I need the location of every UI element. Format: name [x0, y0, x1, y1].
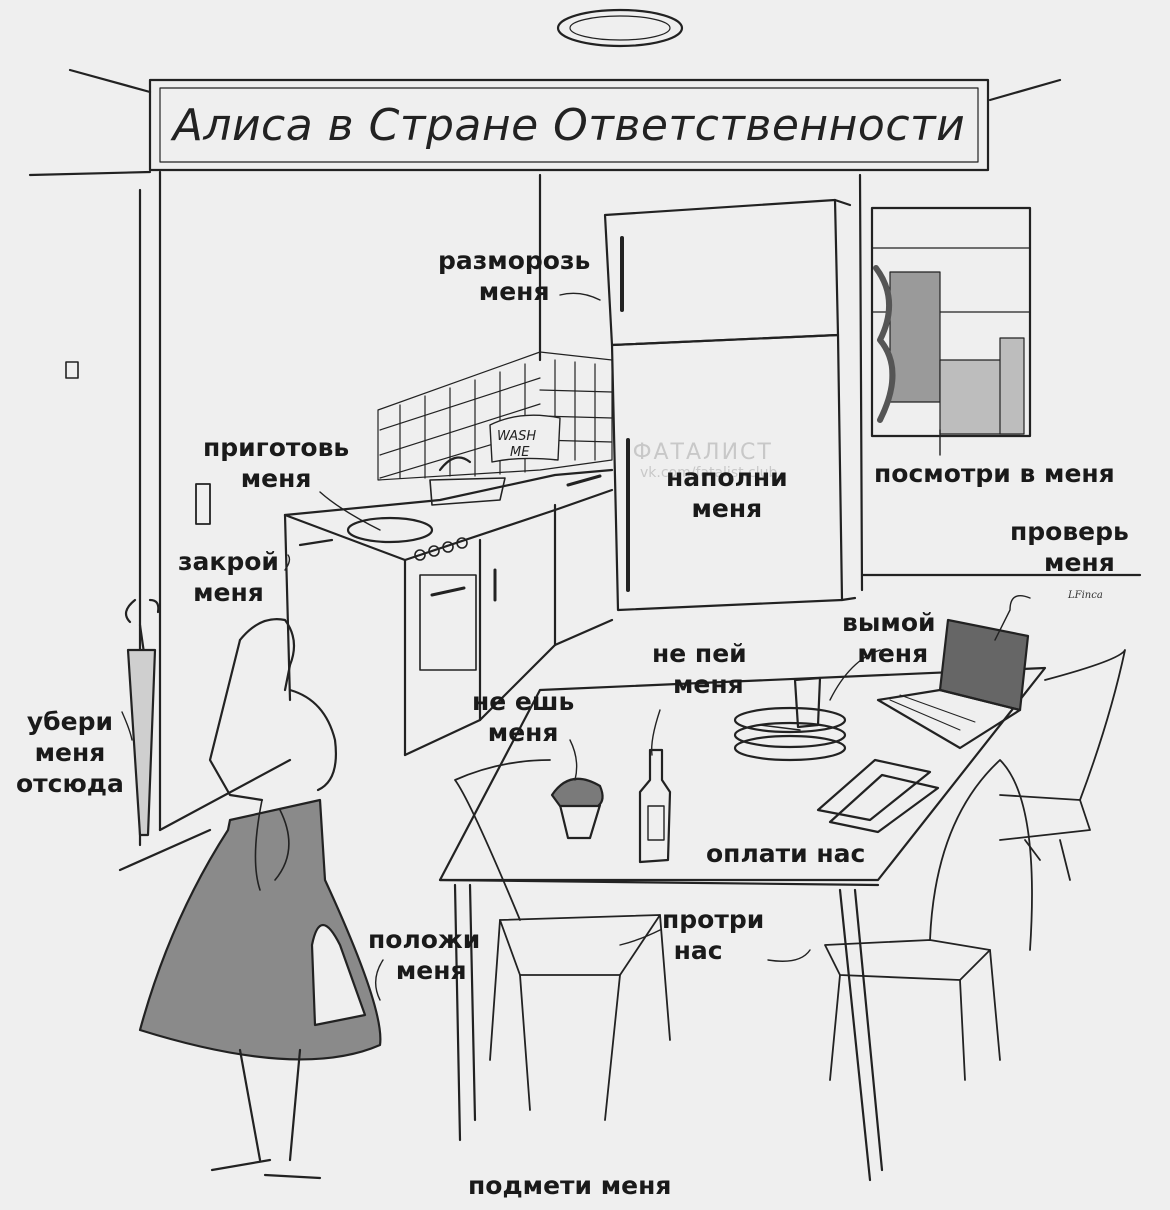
watermark-name: ФАТАЛИСТ: [632, 440, 773, 465]
dining-table: [438, 666, 1047, 1182]
label-close-line1: закрой: [178, 547, 279, 576]
artist-signature: LFinca: [1068, 590, 1103, 601]
label-wash-line2: меня: [857, 639, 929, 668]
watermark: ФАТАЛИСТ vk.com/fatalist.club: [628, 440, 778, 481]
label-wipe-line2: нас: [673, 936, 723, 965]
page-title: Алиса в Стране Ответственности: [172, 99, 966, 151]
wall-outlet: [65, 361, 79, 379]
label-dont-eat-line1: не ешь: [472, 687, 575, 716]
label-pointers: [121, 292, 1031, 1001]
label-fill: наполни меня: [666, 462, 788, 524]
label-put-away-line1: убери: [26, 707, 113, 736]
laptop: [876, 618, 1030, 750]
light-switch: [195, 483, 211, 525]
label-put-down-line1: положи: [368, 925, 481, 954]
watermark-url: vk.com/fatalist.club: [640, 465, 778, 481]
tile-backsplash: [377, 351, 613, 481]
label-look: посмотри в меня: [874, 458, 1115, 489]
label-put-down-line2: меня: [395, 956, 467, 985]
label-defrost: разморозь меня: [438, 245, 590, 307]
label-fill-line2: меня: [691, 494, 763, 523]
label-defrost-line1: разморозь: [438, 246, 591, 275]
label-wash: вымой меня: [842, 607, 936, 669]
label-cook-line1: приготовь: [203, 433, 350, 462]
label-put-away-line3: отсюда: [16, 769, 124, 798]
label-sweep-line1: подмети меня: [468, 1171, 672, 1200]
refrigerator: [603, 198, 857, 612]
title-sign: [148, 78, 990, 172]
umbrella: [124, 598, 160, 837]
label-dont-drink-line1: не пей: [652, 639, 747, 668]
label-check-line1: проверь: [1010, 517, 1129, 546]
chairs: [454, 649, 1126, 1121]
label-defrost-line2: меня: [478, 277, 550, 306]
ceiling-lamp: [556, 8, 684, 48]
label-wipe: протри нас: [662, 904, 764, 966]
label-sweep: подмети меня: [468, 1170, 671, 1201]
wash-me-sign: WASH ME: [489, 414, 561, 463]
label-close: закрой меня: [178, 546, 279, 608]
label-look-line1: посмотри в меня: [874, 459, 1115, 488]
label-dont-eat: не ешь меня: [472, 686, 574, 748]
label-fill-line1: наполни: [666, 463, 788, 492]
window: [870, 206, 1032, 438]
label-close-line2: меня: [193, 578, 264, 607]
label-check: проверь меня: [1010, 516, 1129, 578]
bottle: [638, 748, 672, 864]
cupcake: [550, 777, 604, 840]
label-cook-line2: меня: [240, 464, 312, 493]
napkins: [816, 758, 940, 834]
kitchen-counter: [283, 456, 614, 757]
label-put-away-line2: меня: [34, 738, 106, 767]
label-wipe-line1: протри: [662, 905, 765, 934]
label-dont-drink-line2: меня: [672, 670, 744, 699]
wash-sign-line2: ME: [510, 445, 530, 460]
label-pay: оплати нас: [706, 838, 865, 869]
plates-and-glass: [733, 676, 847, 762]
girl-alice: [138, 618, 382, 1180]
label-check-line2: меня: [1044, 548, 1115, 577]
label-pay-line1: оплати нас: [706, 839, 866, 868]
label-dont-drink: не пей меня: [652, 638, 747, 700]
wash-sign-line1: WASH: [497, 429, 536, 444]
label-put-down: положи меня: [368, 924, 480, 986]
label-wash-line1: вымой: [842, 608, 936, 637]
label-cook: приготовь меня: [203, 432, 349, 494]
label-dont-eat-line2: меня: [487, 718, 559, 747]
label-put-away: убери меня отсюда: [16, 706, 124, 799]
